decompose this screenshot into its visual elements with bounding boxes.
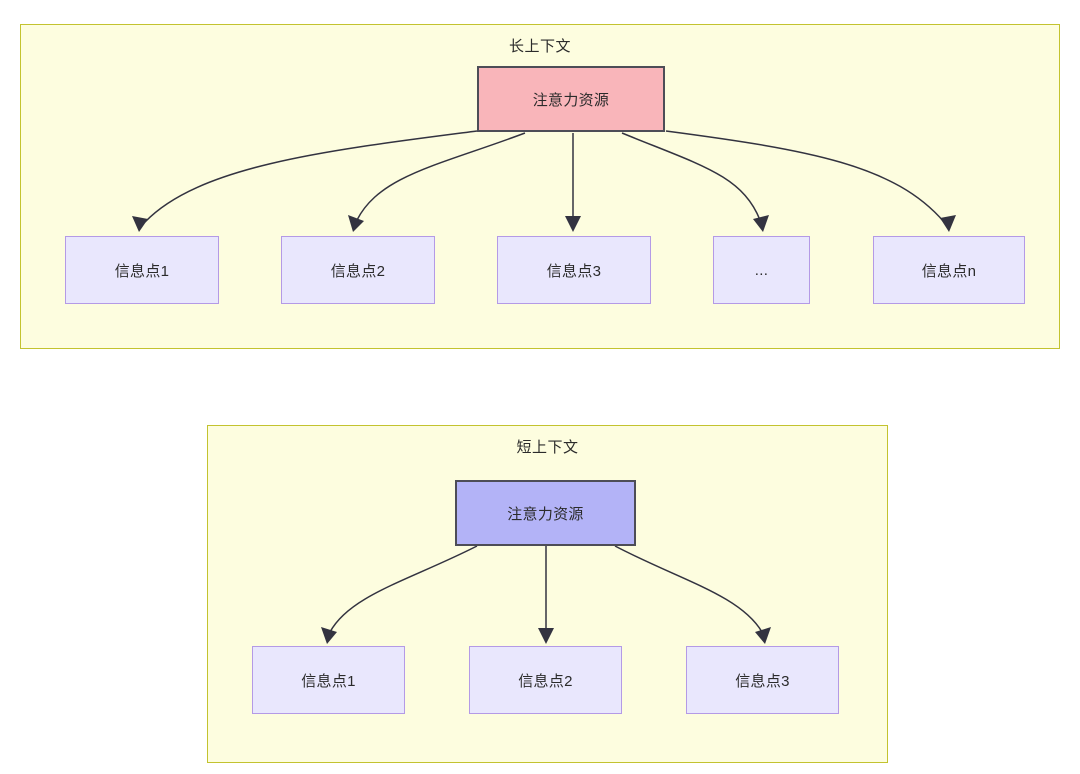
node-info-point-long-2[interactable]: 信息点2 bbox=[281, 236, 435, 304]
node-label: 信息点n bbox=[921, 262, 977, 280]
node-label: 信息点2 bbox=[518, 672, 573, 690]
node-label: 信息点3 bbox=[546, 262, 602, 280]
node-label: 信息点1 bbox=[301, 672, 356, 690]
node-info-point-long-ellipsis[interactable]: ... bbox=[713, 236, 810, 304]
node-attention-resource-short[interactable]: 注意力资源 bbox=[455, 480, 636, 546]
node-info-point-short-1[interactable]: 信息点1 bbox=[252, 646, 405, 714]
node-label: ... bbox=[754, 261, 769, 279]
node-info-point-long-3[interactable]: 信息点3 bbox=[497, 236, 651, 304]
node-label: 信息点3 bbox=[735, 672, 790, 690]
group-short-context-title: 短上下文 bbox=[516, 439, 579, 456]
node-info-point-long-n[interactable]: 信息点n bbox=[873, 236, 1025, 304]
node-label: 注意力资源 bbox=[507, 505, 584, 523]
node-info-point-short-3[interactable]: 信息点3 bbox=[686, 646, 839, 714]
node-label: 信息点1 bbox=[114, 262, 170, 280]
node-info-point-long-1[interactable]: 信息点1 bbox=[65, 236, 219, 304]
node-label: 注意力资源 bbox=[532, 91, 610, 109]
node-info-point-short-2[interactable]: 信息点2 bbox=[469, 646, 622, 714]
node-label: 信息点2 bbox=[330, 262, 386, 280]
group-long-context-title: 长上下文 bbox=[508, 38, 571, 55]
node-attention-resource-long[interactable]: 注意力资源 bbox=[477, 66, 665, 132]
